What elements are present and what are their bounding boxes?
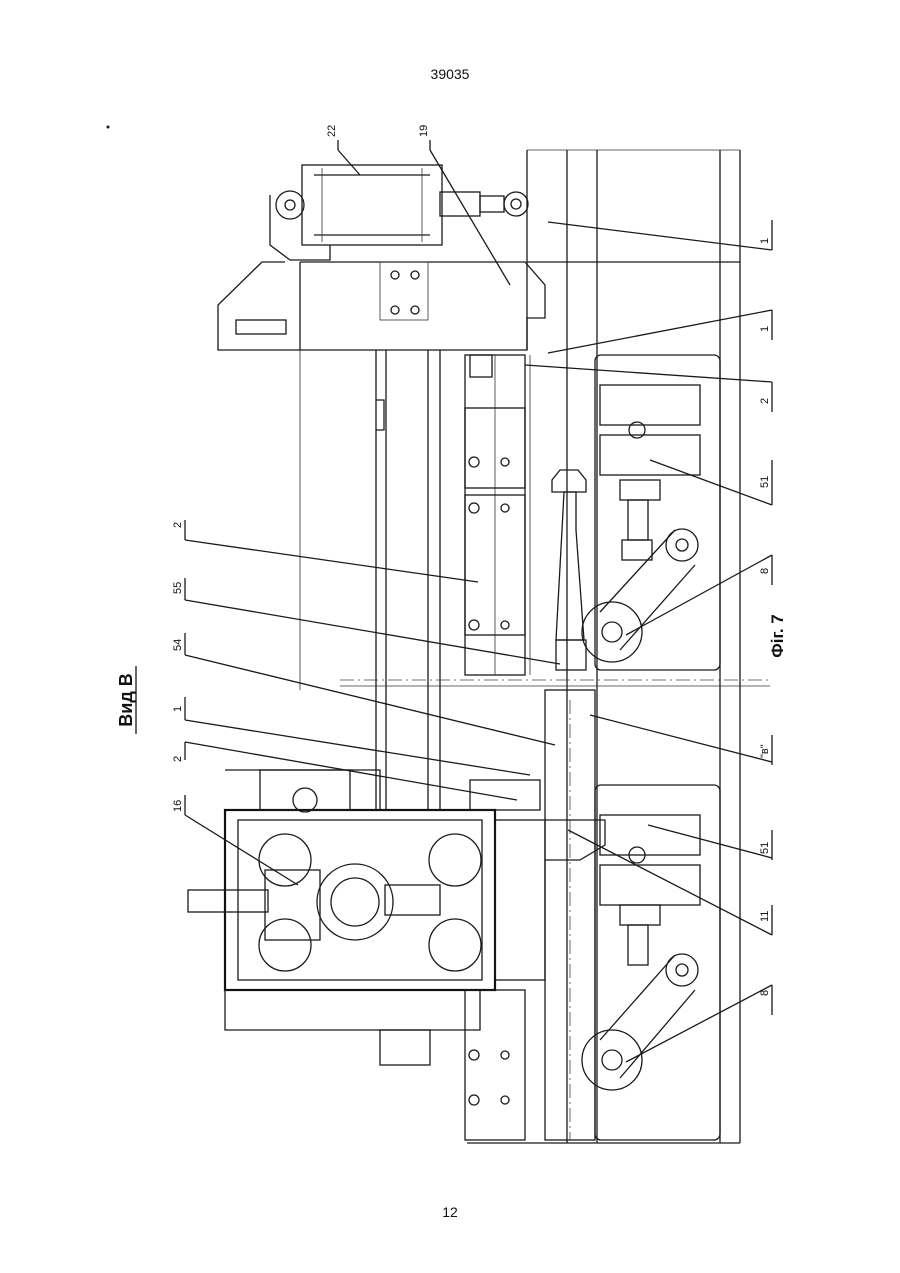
frame-rails	[467, 150, 740, 1143]
callout-55: 55	[172, 582, 184, 594]
svg-text:Вид В: Вид В	[116, 673, 136, 727]
callout-22: 22	[326, 125, 338, 137]
callout-51-upper: 51	[759, 476, 771, 488]
callout-8-lower: 8	[759, 990, 771, 996]
callout-1-top: 1	[759, 238, 771, 244]
cylinder-22-assembly	[270, 165, 528, 260]
callout-2-left-lower: 2	[172, 756, 184, 762]
callout-2-left: 2	[172, 522, 184, 528]
callout-11: 11	[759, 911, 771, 922]
callout-8-upper: 8	[759, 568, 771, 574]
view-title: Вид В	[116, 666, 136, 734]
callout-1-second: 1	[759, 326, 771, 332]
head-body-19	[218, 262, 545, 350]
callout-1-left: 1	[172, 706, 184, 712]
figure-caption: Фіг. 7	[768, 614, 787, 658]
guide-beams	[300, 350, 440, 810]
callout-19: 19	[418, 125, 430, 137]
section-mark-v: "в"	[759, 744, 771, 758]
page-number: 12	[0, 1204, 900, 1220]
callout-51-lower: 51	[759, 842, 771, 854]
mandrel-54	[545, 690, 595, 1140]
callout-2-right: 2	[759, 398, 771, 404]
tool-rod-55	[552, 470, 586, 670]
callout-54: 54	[172, 639, 184, 651]
leader-lines	[185, 140, 772, 1062]
svg-text:Фіг. 7: Фіг. 7	[768, 614, 787, 658]
registration-dot	[107, 126, 110, 129]
callout-16: 16	[172, 800, 184, 812]
bracket-11	[470, 780, 605, 980]
gearbox-16	[188, 770, 495, 1065]
carriage-2-upper	[465, 355, 530, 675]
carriage-2-lower	[465, 990, 525, 1140]
lever-mechanism-upper	[582, 355, 720, 670]
